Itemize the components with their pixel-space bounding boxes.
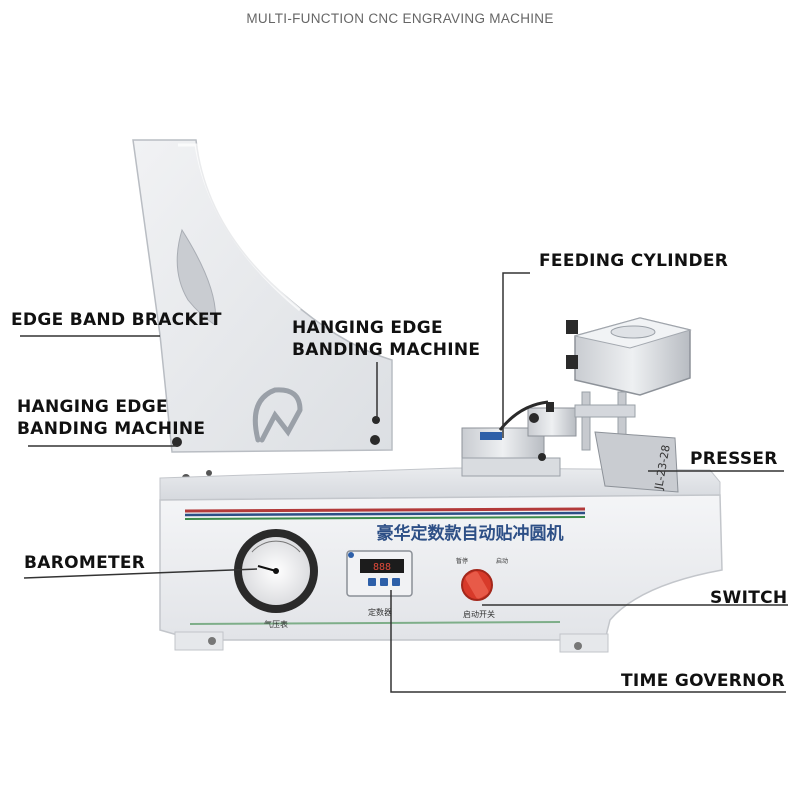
panel-title: 豪华定数款自动贴冲圆机 [377, 523, 564, 544]
label-barometer: BAROMETER [24, 553, 146, 573]
leader-barometer [23, 568, 258, 579]
gauge-caption: 气压表 [264, 619, 288, 629]
timer-caption: 定数器 [368, 607, 392, 617]
leader-time-governor [390, 590, 786, 693]
bracket-logo [252, 387, 303, 443]
label-switch: SWITCH [710, 588, 788, 608]
label-feeding-cylinder: FEEDING CYLINDER [539, 251, 729, 271]
switch-right-mark: 启动 [496, 557, 508, 565]
leader-feeding-cylinder [502, 272, 530, 438]
bracket-slot [176, 228, 217, 326]
svg-text:888: 888 [373, 562, 391, 573]
label-edge-band-bracket: EDGE BAND BRACKET [11, 310, 222, 330]
label-hanging-edge-left: HANGING EDGE BANDING MACHINE [17, 397, 206, 439]
switch-left-mark: 暂停 [456, 557, 468, 565]
time-governor-unit [346, 550, 413, 597]
label-presser: PRESSER [690, 449, 778, 469]
presser-block [594, 431, 679, 493]
switch-caption: 启动开关 [463, 609, 495, 619]
label-hanging-edge-center: HANGING EDGE BANDING MACHINE [292, 318, 481, 360]
label-time-governor: TIME GOVERNOR [621, 671, 785, 691]
header-title: MULTI-FUNCTION CNC ENGRAVING MACHINE [246, 11, 554, 26]
